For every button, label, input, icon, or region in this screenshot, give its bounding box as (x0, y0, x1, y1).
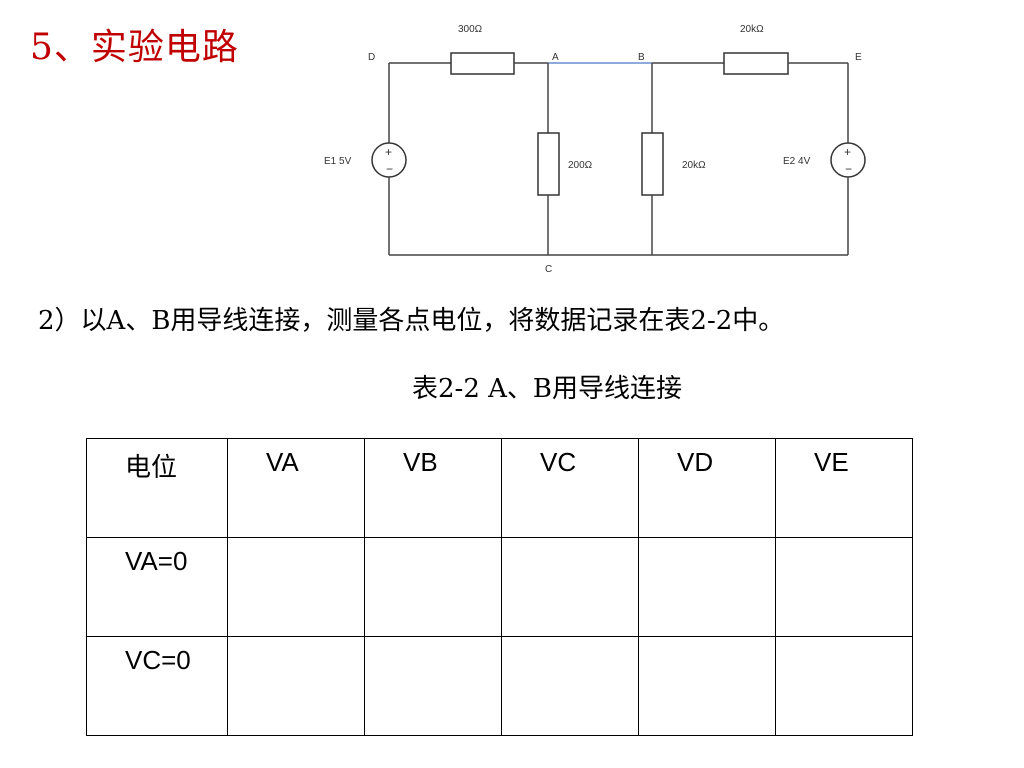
cell-va0-vd (638, 537, 776, 637)
potential-table: 电位 VA VB VC VD VE VA=0 VC=0 (86, 438, 913, 736)
header-potential: 电位 (86, 438, 228, 538)
cell-vc0-vc (501, 636, 639, 736)
header-vb: VB (364, 438, 502, 538)
instruction-text: 2）以A、B用导线连接，测量各点电位，将数据记录在表2-2中。 (38, 306, 785, 336)
resistor-200 (537, 132, 560, 196)
table-row: VC=0 (86, 636, 913, 736)
node-b-label: B (638, 52, 645, 63)
cell-vc0-vb (364, 636, 502, 736)
e2-plus: + (844, 145, 851, 159)
cell-va0-va (227, 537, 365, 637)
resistor-20k-top (723, 52, 789, 75)
r200-label: 200Ω (568, 160, 593, 171)
e1-plus: + (385, 145, 392, 159)
r20k-top-label: 20kΩ (740, 24, 764, 35)
resistor-20k-mid (641, 132, 664, 196)
table-row: VA=0 (86, 537, 913, 637)
cell-vc0-va (227, 636, 365, 736)
e1-label: E1 5V (324, 156, 352, 167)
table-caption: 表2-2 A、B用导线连接 (412, 374, 683, 404)
node-e-label: E (855, 52, 862, 63)
e2-label: E2 4V (783, 156, 811, 167)
cell-va0-vb (364, 537, 502, 637)
header-vd: VD (638, 438, 776, 538)
node-c-label: C (545, 264, 552, 275)
slide-title: 5、实验电路 (30, 27, 239, 68)
e1-minus: − (386, 162, 393, 176)
r20k-mid-label: 20kΩ (682, 160, 706, 171)
header-vc: VC (501, 438, 639, 538)
row-label-va0: VA=0 (86, 537, 228, 637)
r300-label: 300Ω (458, 24, 483, 35)
node-d-label: D (368, 52, 375, 63)
resistor-300 (450, 52, 515, 75)
cell-vc0-ve (775, 636, 913, 736)
table-header-row: 电位 VA VB VC VD VE (86, 438, 913, 538)
cell-vc0-vd (638, 636, 776, 736)
header-ve: VE (775, 438, 913, 538)
header-va: VA (227, 438, 365, 538)
cell-va0-ve (775, 537, 913, 637)
e2-minus: − (845, 162, 852, 176)
circuit-diagram: + − + − D A B E C 300Ω 20kΩ 200Ω 20kΩ E1… (324, 24, 866, 275)
node-a-label: A (552, 52, 559, 63)
row-label-vc0: VC=0 (86, 636, 228, 736)
cell-va0-vc (501, 537, 639, 637)
